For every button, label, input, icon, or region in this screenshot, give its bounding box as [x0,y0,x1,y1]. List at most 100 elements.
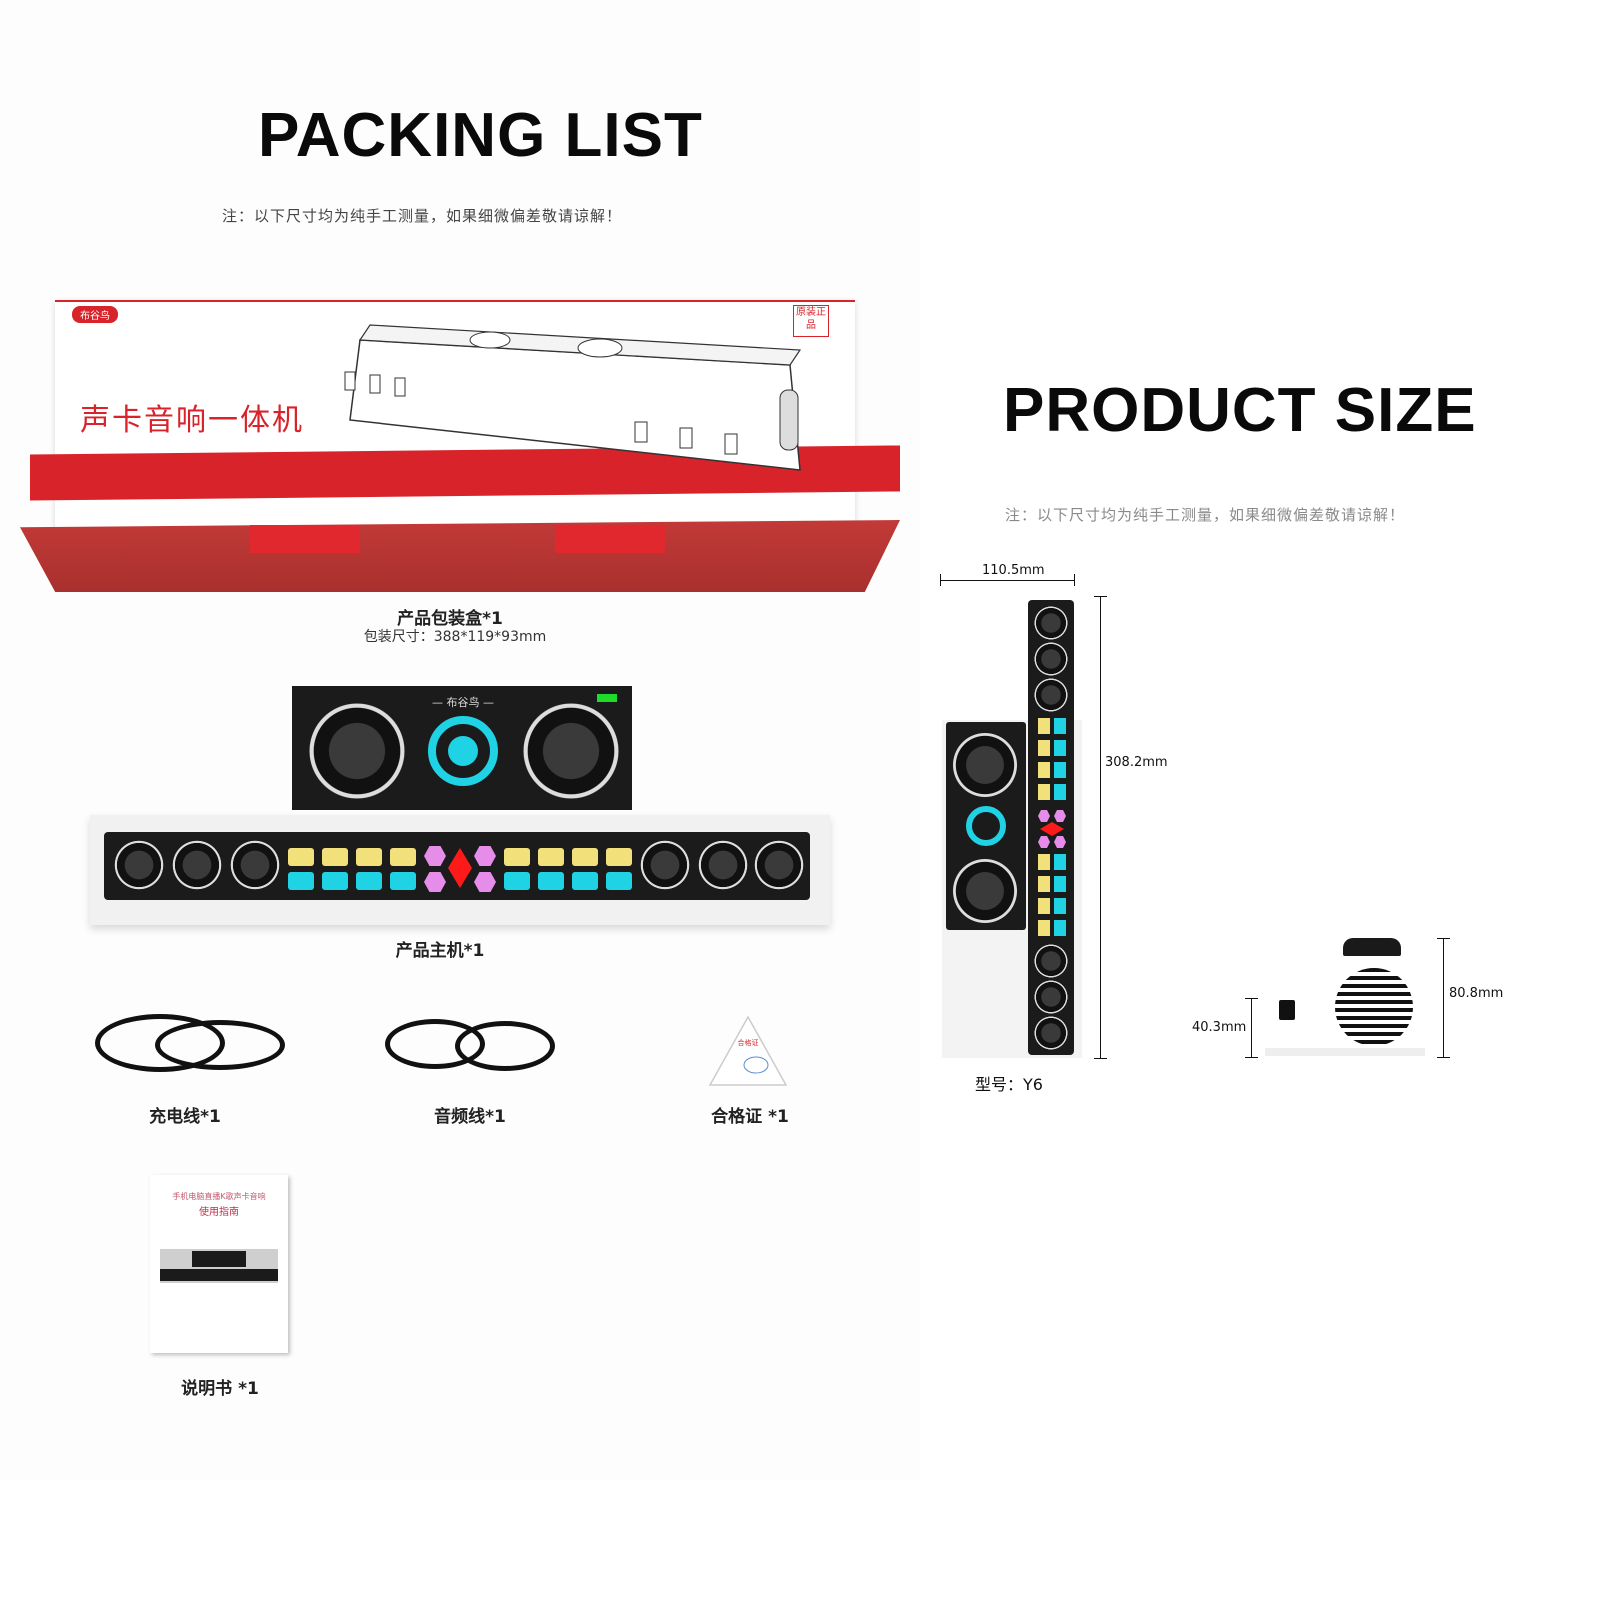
knob-icon [1034,980,1068,1014]
charging-cable-caption: 充电线*1 [149,1107,221,1127]
box-size-label: 包装尺寸：388*119*93mm [363,629,547,645]
power-button-icon [1040,822,1064,836]
knob-icon [230,840,280,890]
effect-button [390,872,416,890]
yellow-buttons-column [1038,854,1050,942]
effect-button [504,848,530,866]
knob-icon [1034,678,1068,712]
manual-caption: 说明书 *1 [181,1379,259,1399]
device-top-view-display [946,722,1026,930]
effect-button [606,872,632,890]
large-height-label: 80.8mm [1449,986,1504,1001]
manual-device-picture [160,1249,278,1283]
effect-button [538,848,564,866]
knob-icon [114,840,164,890]
length-dimension-line [1100,596,1101,1058]
box-product-name: 声卡音响一体机 [80,403,304,438]
manual-subtitle: 手机电脑直播K歌声卡音响 [172,1192,266,1201]
effect-button [356,872,382,890]
dimension-tick [1094,1058,1107,1059]
cyan-buttons-column [1054,718,1066,806]
battery-icon [597,694,617,702]
knob-icon [1034,944,1068,978]
manual-title: 使用指南 [199,1207,239,1218]
main-unit-control-panel [104,832,810,900]
knob-icon [1034,1016,1068,1050]
svg-text:合格证: 合格证 [738,1038,759,1047]
dpad-ring-icon [966,806,1006,846]
tone-knob-icon [522,702,620,800]
box-authentic-seal: 原装正品 [793,305,829,337]
effect-button [390,848,416,866]
effect-button [322,872,348,890]
box-caption: 产品包装盒*1 [397,609,503,629]
dimension-tick [1094,596,1107,597]
small-height-label: 40.3mm [1192,1020,1247,1035]
product-size-title: PRODUCT SIZE [1003,376,1477,445]
packing-list-title: PACKING LIST [258,101,703,170]
dimension-tick [1074,574,1075,586]
knob-icon [640,840,690,890]
effect-button [504,872,530,890]
dpad-ring-icon [428,716,498,786]
box-body [20,520,900,592]
mode-button [1054,810,1066,822]
mode-button [474,872,496,892]
effect-button [538,872,564,890]
knob-icon [1034,606,1068,640]
effect-button [606,848,632,866]
dimension-tick [1245,1057,1258,1058]
dimension-tick [1245,998,1258,999]
large-knob-side-icon [1343,938,1401,956]
dimension-tick [940,574,941,586]
model-label: 型号：Y6 [975,1075,1043,1094]
knob-icon [952,858,1018,924]
mode-button [424,846,446,866]
device-top-view-panel [1028,600,1074,1055]
width-dimension-line [940,580,1075,581]
effect-button [322,848,348,866]
small-height-dimension-line [1251,998,1252,1058]
knob-icon [172,840,222,890]
mode-button [1038,810,1050,822]
effect-button [356,848,382,866]
knob-icon [952,732,1018,798]
knob-icon [1034,642,1068,676]
certificate-icon: 合格证 [708,1015,788,1086]
certificate-caption: 合格证 *1 [711,1107,789,1127]
width-label: 110.5mm [982,563,1045,578]
mode-button [1054,836,1066,848]
audio-cable-caption: 音频线*1 [434,1107,506,1127]
box-brand-badge: 布谷鸟 [72,306,118,323]
device-line-drawing-icon [344,324,802,471]
mode-button [474,846,496,866]
knob-icon [754,840,804,890]
main-unit-brand: — 布谷鸟 — [432,696,494,709]
volume-knob-icon [308,702,406,800]
speaker-grille-icon [1335,968,1413,1046]
product-size-note: 注：以下尺寸均为纯手工测量，如果细微偏差敬请谅解！ [1005,506,1406,524]
charging-cable-icon [95,1010,285,1072]
dimension-tick [1437,938,1450,939]
effect-button [572,848,598,866]
power-button-icon [448,848,472,888]
effect-button [572,872,598,890]
length-label: 308.2mm [1105,755,1168,770]
dimension-tick [1437,1057,1450,1058]
dpad-center-icon [448,736,478,766]
small-knob-side-icon [1279,1000,1295,1020]
effect-button [288,872,314,890]
mode-button [424,872,446,892]
cyan-buttons-column [1054,854,1066,942]
knob-icon [698,840,748,890]
mode-button [1038,836,1050,848]
large-height-dimension-line [1443,938,1444,1058]
side-view-base [1265,1048,1425,1056]
effect-button [288,848,314,866]
packing-list-note: 注：以下尺寸均为纯手工测量，如果细微偏差敬请谅解！ [222,207,623,225]
box-tab [250,525,360,553]
main-unit-top-panel: — 布谷鸟 — [292,686,632,810]
yellow-buttons-column [1038,718,1050,806]
box-tab [555,525,665,553]
manual-image: 手机电脑直播K歌声卡音响 使用指南 [150,1175,288,1353]
